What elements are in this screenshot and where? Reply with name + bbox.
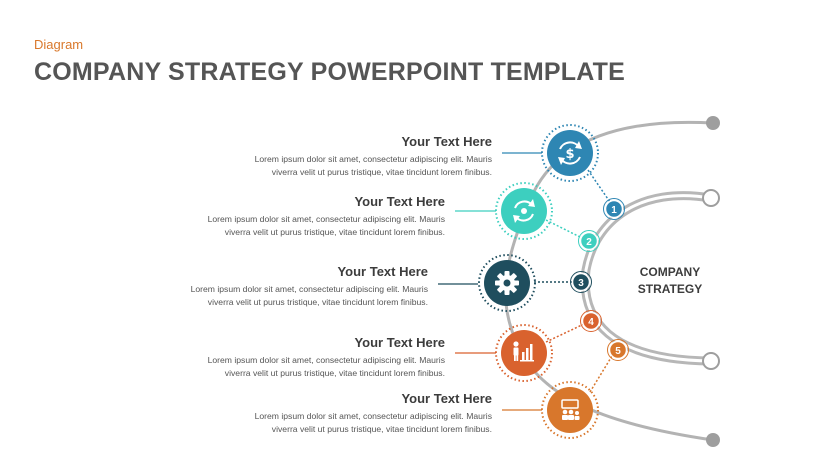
connector-2 [545,219,583,239]
text-block-3: Your Text Here Lorem ipsum dolor sit ame… [191,264,428,308]
strategy-node-4 [495,324,553,382]
diagram-label: Diagram [34,37,84,52]
step-badge-4: 4 [580,310,602,332]
page-title: COMPANY STRATEGY POWERPOINT TEMPLATE [34,58,626,86]
item-body-line-1: Lorem ipsum dolor sit amet, consectetur … [254,154,492,164]
strategy-node-5 [541,381,599,439]
item-heading: Your Text Here [354,335,445,350]
connector-5 [589,355,613,393]
item-body-line-2: viverra velit ut purus tristique, vitae … [224,226,445,237]
text-block-4: Your Text Here Lorem ipsum dolor sit ame… [208,335,445,379]
text-block-1: Your Text Here Lorem ipsum dolor sit ame… [255,134,492,178]
track-end-node-bottom [702,352,720,370]
item-body-line-2: viverra velit ut purus tristique, vitae … [271,166,492,177]
connector-1 [587,169,611,203]
step-number-1: 1 [611,205,617,216]
gear-icon [495,271,519,295]
item-body-line-1: Lorem ipsum dolor sit amet, consectetur … [190,284,428,294]
strategy-node-3 [478,254,536,312]
step-badge-3: 3 [570,271,592,293]
step-number-2: 2 [586,237,592,248]
strategy-node-2 [495,182,553,240]
svg-text:$: $ [565,147,574,162]
item-body-line-1: Lorem ipsum dolor sit amet, consectetur … [207,214,445,224]
item-body-line-1: Lorem ipsum dolor sit amet, consectetur … [254,411,492,421]
item-heading: Your Text Here [354,194,445,209]
step-number-5: 5 [615,346,621,357]
item-body-line-2: viverra velit ut purus tristique, vitae … [271,423,492,434]
track-end-node-top [702,189,720,207]
text-block-2: Your Text Here Lorem ipsum dolor sit ame… [208,194,445,238]
connector-4 [545,323,585,343]
item-body-line-1: Lorem ipsum dolor sit amet, consectetur … [207,355,445,365]
step-number-4: 4 [588,317,594,328]
dollar-refresh-icon: $ [558,141,582,165]
inner-track-highlight [583,194,712,363]
item-heading: Your Text Here [401,391,492,406]
arc-end-node-top [706,116,720,130]
item-heading: Your Text Here [337,264,428,279]
team-board-icon [561,399,580,420]
item-body-line-2: viverra velit ut purus tristique, vitae … [224,367,445,378]
item-body-line-2: viverra velit ut purus tristique, vitae … [207,296,428,307]
item-heading: Your Text Here [401,134,492,149]
center-label: COMPANY STRATEGY [637,265,703,296]
refresh-icon [513,199,535,223]
step-number-3: 3 [578,278,584,289]
step-badge-2: 2 [578,230,600,252]
step-badge-1: 1 [603,198,625,220]
text-block-5: Your Text Here Lorem ipsum dolor sit ame… [255,391,492,435]
strategy-node-1: $ [541,124,599,182]
arc-end-node-bottom [706,433,720,447]
step-badge-5: 5 [607,339,629,361]
presenter-chart-icon [513,341,534,362]
